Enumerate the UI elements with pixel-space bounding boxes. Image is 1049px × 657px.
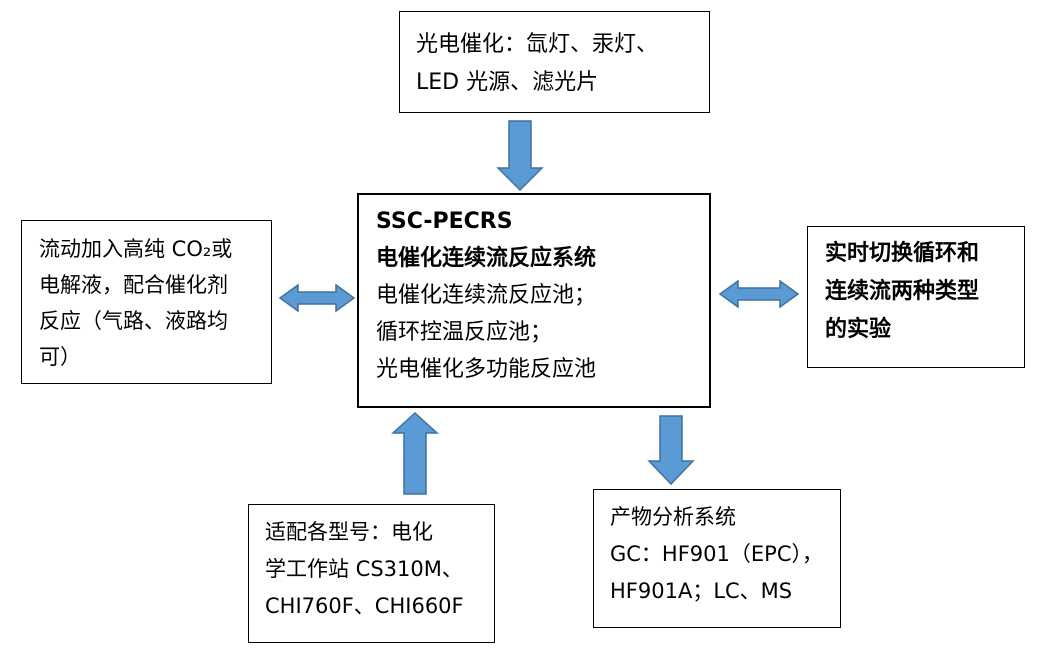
workstation-compat-box: 适配各型号：电化 学工作站 CS310M、 CHI760F、CHI660F: [248, 504, 495, 643]
arrow-down-top: [496, 120, 544, 192]
bottom-left-box-line-1: 适配各型号：电化: [265, 520, 433, 544]
bottom-right-box-line-2: GC：HF901（EPC），: [610, 542, 823, 566]
right-box-line-2: 连续流两种类型: [825, 279, 980, 304]
center-system-box: SSC-PECRS 电催化连续流反应系统 电催化连续流反应池； 循环控温反应池；…: [357, 193, 711, 408]
left-box-line-1: 流动加入高纯 CO₂或: [39, 237, 233, 261]
bottom-right-box-line-3: HF901A；LC、MS: [610, 579, 793, 603]
arrow-double-right: [718, 279, 800, 309]
center-box-line-4: 循环控温反应池；: [376, 320, 553, 345]
center-box-subtitle: 电催化连续流反应系统: [376, 246, 597, 271]
center-box-title: SSC-PECRS: [376, 209, 513, 234]
top-box-line-2: LED 光源、滤光片: [416, 70, 599, 95]
photoelectrocatalysis-box: 光电催化：氙灯、汞灯、 LED 光源、滤光片: [399, 11, 710, 113]
top-box-line-1: 光电催化：氙灯、汞灯、: [416, 32, 659, 57]
flow-input-box: 流动加入高纯 CO₂或 电解液，配合催化剂 反应（气路、液路均 可）: [21, 220, 272, 384]
bottom-left-box-line-3: CHI760F、CHI660F: [265, 594, 464, 618]
right-box-line-1: 实时切换循环和: [825, 241, 980, 266]
left-box-line-4: 可）: [39, 345, 81, 369]
arrow-down-bottom-right: [647, 415, 695, 486]
bottom-right-box-line-1: 产物分析系统: [610, 505, 736, 529]
arrow-double-left: [278, 283, 356, 313]
center-box-line-3: 电催化连续流反应池；: [376, 283, 597, 308]
right-box-line-3: 的实验: [825, 317, 892, 342]
center-box-line-5: 光电催化多功能反应池: [376, 357, 597, 382]
product-analysis-box: 产物分析系统 GC：HF901（EPC）， HF901A；LC、MS: [593, 489, 841, 628]
arrow-up-bottom-left: [391, 411, 439, 495]
left-box-line-3: 反应（气路、液路均: [39, 309, 228, 333]
left-box-line-2: 电解液，配合催化剂: [39, 273, 228, 297]
bottom-left-box-line-2: 学工作站 CS310M、: [265, 557, 463, 581]
experiment-mode-box: 实时切换循环和 连续流两种类型 的实验: [807, 226, 1025, 368]
